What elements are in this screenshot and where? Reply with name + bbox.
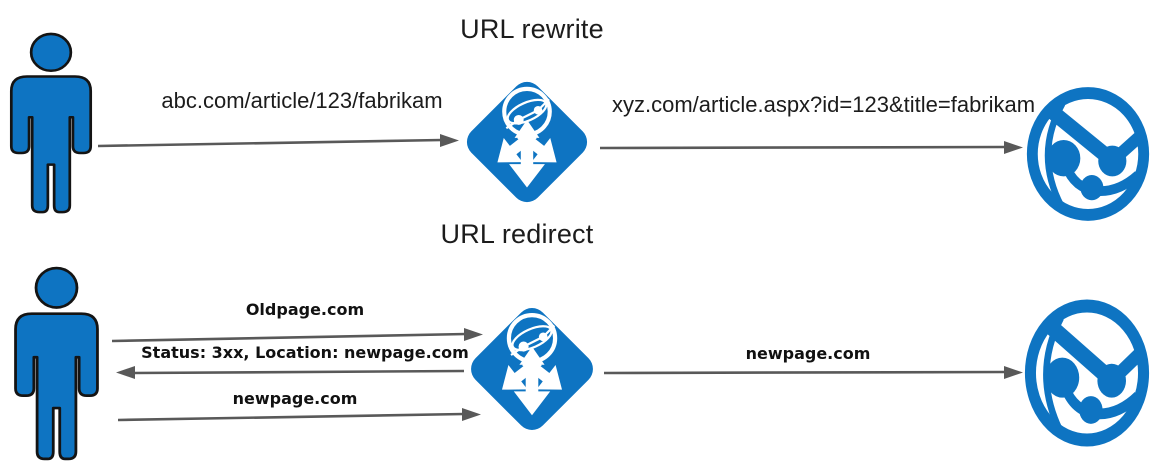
redirect-title: URL redirect	[440, 219, 594, 249]
web-app-icon	[1024, 84, 1152, 224]
redirect-response-arrow	[116, 366, 465, 379]
redirect-forward-label: newpage.com	[745, 344, 871, 363]
redirect-request-label: Oldpage.com	[245, 300, 365, 319]
rewrite-request-arrow	[98, 134, 459, 148]
redirect-followup-label: newpage.com	[232, 389, 358, 408]
redirect-followup-arrow	[118, 408, 481, 422]
web-app-icon	[1022, 296, 1152, 450]
redirect-forward-arrow	[604, 366, 1023, 379]
user-icon	[8, 266, 105, 463]
redirect-request-arrow	[112, 328, 483, 343]
rewrite-title: URL rewrite	[460, 14, 604, 44]
application-gateway-icon	[458, 72, 596, 212]
application-gateway-icon	[462, 298, 602, 440]
rewrite-forward-arrow	[600, 141, 1023, 154]
user-icon	[4, 32, 98, 216]
rewrite-rewritten-label: xyz.com/article.aspx?id=123&title=fabrik…	[612, 92, 1036, 117]
redirect-response-label: Status: 3xx, Location: newpage.com	[141, 343, 469, 362]
rewrite-request-label: abc.com/article/123/fabrikam	[161, 88, 443, 113]
